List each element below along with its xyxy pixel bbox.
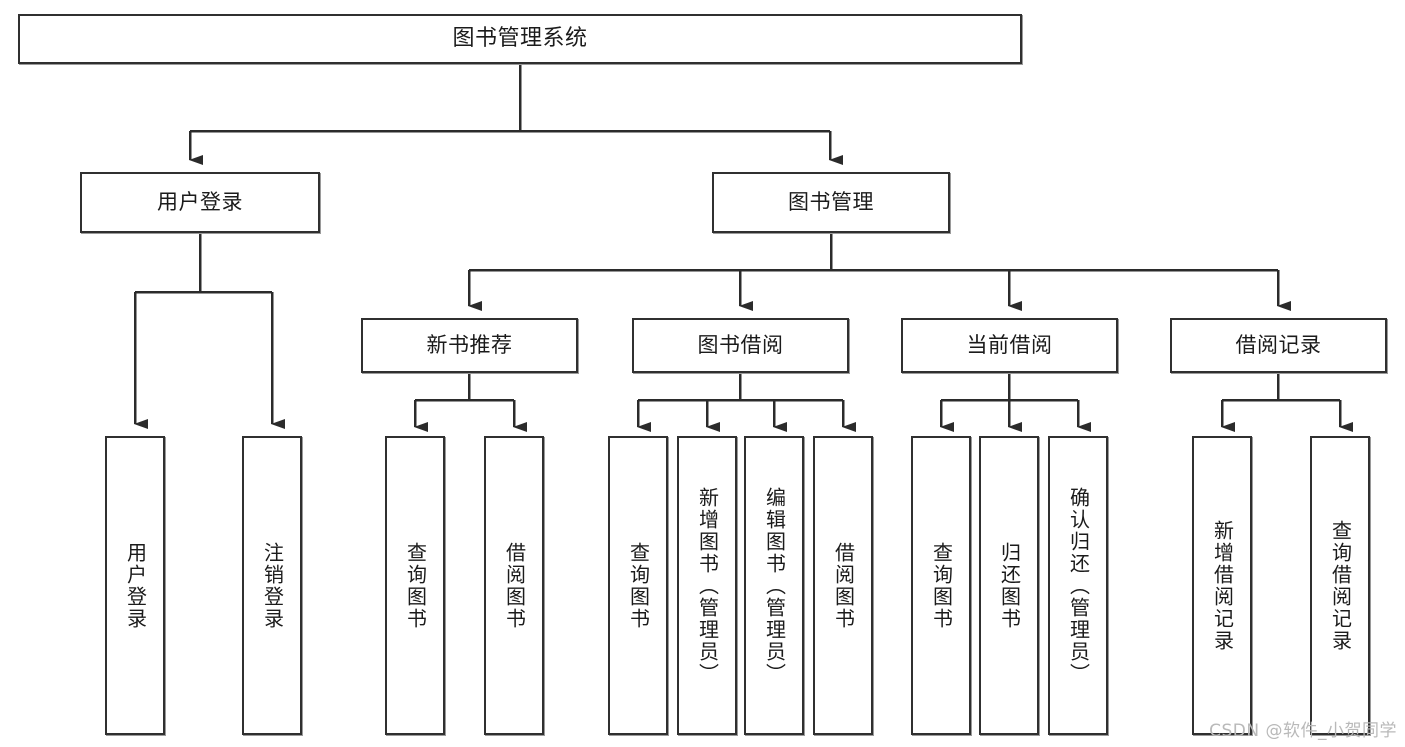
- node-label: 归还图书: [997, 541, 1022, 630]
- node-label: 查询图书: [626, 541, 651, 630]
- node-label: 图书借阅: [697, 332, 784, 357]
- node-label: 用户登录: [123, 541, 148, 630]
- node-new-book-rec[interactable]: 新书推荐: [361, 318, 578, 373]
- node-book-manage[interactable]: 图书管理: [712, 172, 950, 233]
- node-leaf-query-record[interactable]: 查询借阅记录: [1310, 436, 1370, 735]
- node-label: 借阅记录: [1235, 332, 1322, 357]
- node-label: 新书推荐: [426, 332, 513, 357]
- node-leaf-add-book[interactable]: 新增图书（管理员）: [677, 436, 737, 735]
- node-label: 新增借阅记录: [1210, 519, 1235, 652]
- node-leaf-borrow-book-2[interactable]: 借阅图书: [813, 436, 873, 735]
- node-label: 查询图书: [929, 541, 954, 630]
- node-label: 确认归还（管理员）: [1066, 486, 1091, 685]
- node-borrow-record[interactable]: 借阅记录: [1170, 318, 1387, 373]
- node-label: 编辑图书（管理员）: [762, 486, 787, 685]
- node-leaf-add-record[interactable]: 新增借阅记录: [1192, 436, 1252, 735]
- node-label: 查询图书: [403, 541, 428, 630]
- node-label: 当前借阅: [966, 332, 1053, 357]
- node-label: 借阅图书: [502, 541, 527, 630]
- watermark-text: CSDN @软件_小贺同学: [1209, 721, 1397, 741]
- node-leaf-user-login[interactable]: 用户登录: [105, 436, 165, 735]
- node-root-system[interactable]: 图书管理系统: [18, 14, 1022, 64]
- node-label: 注销登录: [260, 541, 285, 630]
- node-label: 借阅图书: [831, 541, 856, 630]
- node-leaf-borrow-book-1[interactable]: 借阅图书: [484, 436, 544, 735]
- node-label: 图书管理: [788, 189, 874, 214]
- node-current-borrow[interactable]: 当前借阅: [901, 318, 1118, 373]
- node-label: 图书管理系统: [452, 25, 588, 51]
- node-leaf-query-book-2[interactable]: 查询图书: [608, 436, 668, 735]
- node-label: 新增图书（管理员）: [695, 486, 720, 685]
- node-leaf-query-book-1[interactable]: 查询图书: [385, 436, 445, 735]
- node-book-borrow[interactable]: 图书借阅: [632, 318, 849, 373]
- node-leaf-edit-book[interactable]: 编辑图书（管理员）: [744, 436, 804, 735]
- node-leaf-return-book[interactable]: 归还图书: [979, 436, 1039, 735]
- node-leaf-logout[interactable]: 注销登录: [242, 436, 302, 735]
- node-user-login[interactable]: 用户登录: [80, 172, 320, 233]
- node-label: 查询借阅记录: [1328, 519, 1353, 652]
- node-leaf-query-book-3[interactable]: 查询图书: [911, 436, 971, 735]
- node-leaf-confirm-return[interactable]: 确认归还（管理员）: [1048, 436, 1108, 735]
- node-label: 用户登录: [157, 189, 243, 214]
